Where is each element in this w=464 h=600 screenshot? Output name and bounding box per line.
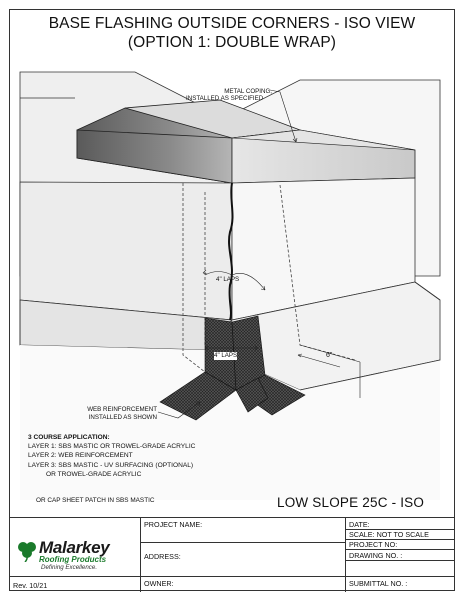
brand-tagline: Defining Excellence. [41, 564, 98, 571]
title-block-rule [140, 542, 345, 543]
scale-field: SCALE: NOT TO SCALE [349, 530, 429, 539]
title-block-divider [140, 518, 141, 592]
title-block: Malarkey Roofing Products Defining Excel… [9, 517, 455, 592]
application-notes: 3 COURSE APPLICATION: LAYER 1: SBS MASTI… [28, 433, 195, 479]
base-wall [19, 177, 416, 321]
brand-subtitle: Roofing Products [39, 555, 107, 564]
lap-dimension-upper [202, 269, 266, 291]
metal-coping [76, 99, 416, 184]
title-line-1: BASE FLASHING OUTSIDE CORNERS - ISO VIEW [48, 15, 416, 32]
submittal-no-field: SUBMITTAL NO. : [349, 579, 408, 588]
project-name-field: PROJECT NAME: [144, 520, 203, 529]
web-callout-line2: INSTALLED AS SHOWN [88, 413, 157, 421]
shamrock-icon [18, 542, 36, 562]
laps-label-upper: 4" LAPS [216, 276, 240, 283]
title-block-rule [345, 529, 455, 530]
drawing-title: BASE FLASHING OUTSIDE CORNERS - ISO VIEW… [0, 14, 464, 52]
leader-lines [157, 89, 298, 419]
six-inch-label: 6" [326, 352, 333, 359]
title-block-rule [9, 576, 140, 577]
title-block-rule [345, 549, 455, 550]
title-block-rule [345, 576, 455, 577]
drawing-no-field: DRAWING NO. : [349, 551, 403, 560]
title-line-2: (OPTION 1: DOUBLE WRAP) [127, 34, 337, 51]
title-block-rule [345, 539, 455, 540]
laps-label-lower: 4" LAPS [214, 352, 238, 360]
coping-callout-line1: METAL COPING, [224, 88, 272, 95]
title-block-rule [345, 560, 455, 561]
coping-callout-line2: INSTALLED AS SPECIFIED [186, 95, 264, 102]
date-field: DATE: [349, 520, 370, 529]
detail-code: LOW SLOPE 25C - ISO [277, 495, 425, 510]
project-no-field: PROJECT NO: [349, 540, 398, 549]
address-field: ADDRESS: [144, 552, 181, 561]
notes-heading: 3 COURSE APPLICATION: [28, 434, 110, 441]
title-block-rule [140, 576, 345, 577]
lap-dimension-lower [204, 345, 259, 351]
notes-layer-2: LAYER 2: WEB REINFORCEMENT [28, 452, 133, 460]
six-inch-dimension [297, 344, 361, 398]
notes-layer-3: LAYER 3: SBS MASTIC - UV SURFACING (OPTI… [28, 461, 194, 469]
brand-name: Malarkey [39, 538, 110, 557]
notes-layer-3-alt: OR TROWEL-GRADE ACRYLIC [46, 470, 142, 478]
roof-deck [19, 281, 441, 500]
corner-seam [228, 182, 234, 321]
owner-field: OWNER: [144, 579, 174, 588]
web-callout-line1: WEB REINFORCEMENT [87, 406, 157, 413]
cap-sheet-note: OR CAP SHEET PATCH IN SBS MASTIC [36, 497, 155, 504]
revision-label: Rev. 10/21 [13, 581, 48, 590]
notes-layer-1: LAYER 1: SBS MASTIC OR TROWEL-GRADE ACRY… [28, 443, 196, 451]
title-block-divider [345, 518, 346, 592]
